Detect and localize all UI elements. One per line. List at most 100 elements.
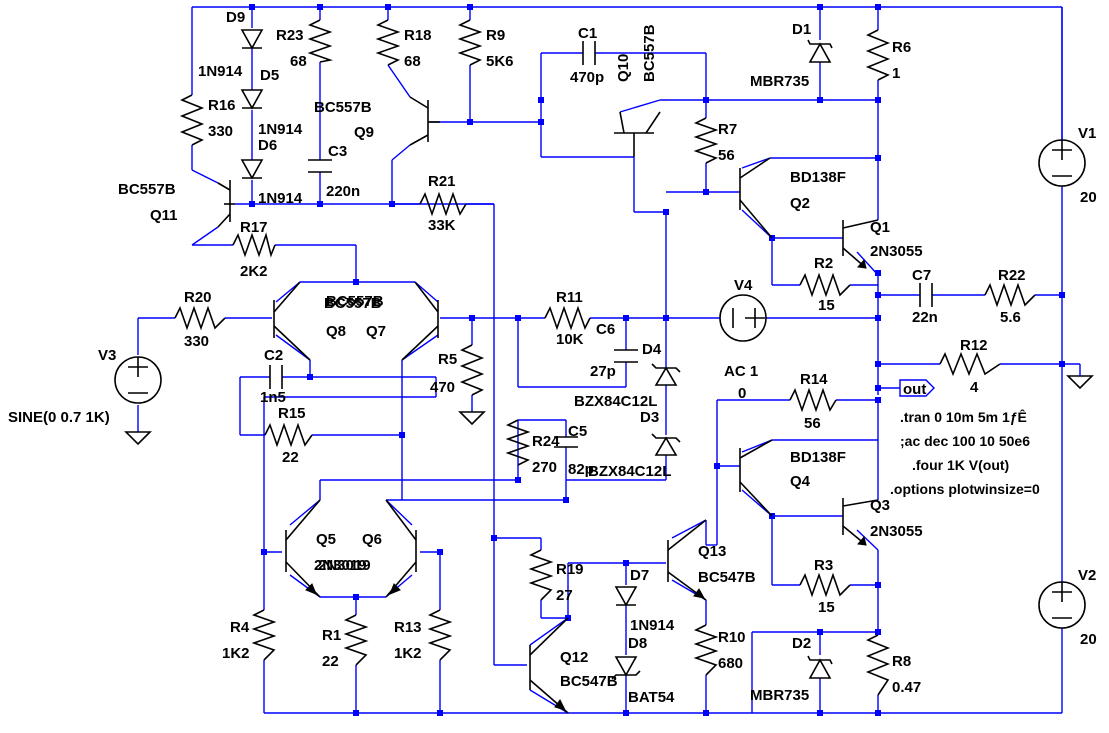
- c1-ref: C1: [578, 25, 597, 42]
- r16-resistor: [179, 94, 205, 146]
- r18-resistor: [375, 19, 401, 66]
- q8-ref: Q8: [326, 323, 346, 340]
- r5-ref: R5: [438, 351, 457, 368]
- r9-value: 5K6: [486, 53, 514, 70]
- q10-ref: Q10: [615, 54, 632, 82]
- q3-ref: Q3: [870, 497, 890, 514]
- q6-ref: Q6: [362, 531, 382, 548]
- sources: [114, 139, 1086, 629]
- d8-value: BAT54: [628, 689, 675, 706]
- d3-value: BZX84C12L: [588, 463, 671, 480]
- v3-value: SINE(0 0.7 1K): [8, 409, 110, 426]
- v2-value: 20: [1080, 631, 1097, 648]
- ac-label: AC 1: [724, 363, 758, 380]
- q10-transistor: [614, 111, 661, 157]
- directive-ac: ;ac dec 100 10 50e6: [900, 433, 1030, 449]
- r22-value: 5.6: [1000, 309, 1021, 326]
- v4-source: [719, 294, 767, 342]
- ac-value: 0: [738, 385, 746, 402]
- r4-resistor: [251, 609, 277, 661]
- v1-value: 20: [1080, 189, 1097, 206]
- grounds: [124, 364, 1094, 446]
- r11-ref: R11: [556, 289, 583, 306]
- r10-resistor: [693, 624, 719, 676]
- spice-directives[interactable]: .tran 0 10m 5m 1ƒÊ ;ac dec 100 10 50e6 .…: [890, 408, 1040, 497]
- r2-value: 15: [818, 297, 835, 314]
- r9-resistor: [457, 19, 483, 66]
- d7-diode: [614, 586, 638, 607]
- r20-value: 330: [184, 333, 209, 350]
- d7-ref: D7: [630, 567, 649, 584]
- q2-ref: Q2: [790, 195, 810, 212]
- r19-value: 27: [556, 587, 573, 604]
- r15-ref: R15: [278, 405, 306, 422]
- r3-resistor: [799, 572, 851, 598]
- c5-value: 82p: [568, 461, 594, 478]
- capacitors: [269, 41, 933, 448]
- d1-ref: D1: [792, 21, 811, 38]
- r22-ref: R22: [998, 267, 1026, 284]
- directive-four: .four 1K V(out): [912, 457, 1009, 473]
- out-net-flag[interactable]: out: [899, 379, 935, 398]
- resistors: [174, 19, 1036, 696]
- d4-value: BZX84C12L: [574, 393, 657, 410]
- c6-ref: C6: [596, 321, 615, 338]
- r23-value: 68: [290, 53, 307, 70]
- r7-ref: R7: [718, 121, 737, 138]
- r7-resistor: [693, 117, 719, 164]
- c6-value: 27p: [590, 363, 616, 380]
- r1-resistor: [343, 614, 369, 666]
- d8-ref: D8: [628, 635, 647, 652]
- transistors: [217, 96, 879, 714]
- v2-source: [1038, 581, 1086, 629]
- d3-ref: D3: [640, 409, 659, 426]
- q3-value: 2N3055: [870, 523, 923, 540]
- d9-ref: D9: [226, 9, 245, 26]
- r7-value: 56: [718, 147, 735, 164]
- v2-ref: V2: [1078, 567, 1096, 584]
- q7-value: BC557B: [326, 293, 384, 310]
- r8-ref: R8: [892, 653, 911, 670]
- c7-ref: C7: [912, 267, 931, 284]
- c7-capacitor: [919, 283, 933, 307]
- r22-resistor: [984, 282, 1036, 308]
- c3-value: 220n: [326, 183, 360, 200]
- q12-ref: Q12: [560, 649, 588, 666]
- r15-value: 22: [282, 449, 299, 466]
- q2-transistor: [739, 157, 773, 239]
- q7-ref: Q7: [366, 323, 386, 340]
- r5-value: 470: [430, 379, 455, 396]
- r10-value: 680: [718, 655, 743, 672]
- d4-zener: [651, 363, 681, 386]
- r11-resistor: [544, 305, 591, 331]
- r3-ref: R3: [814, 557, 833, 574]
- d7-value: 1N914: [630, 617, 675, 634]
- r20-ref: R20: [184, 289, 212, 306]
- d5-ref: D5: [260, 67, 279, 84]
- c2-capacitor: [269, 365, 283, 389]
- q5-ref: Q5: [316, 531, 336, 548]
- q9-ref: Q9: [354, 124, 374, 141]
- c2-ref: C2: [264, 347, 283, 364]
- d3-zener: [651, 433, 681, 456]
- q4-value: BD138F: [790, 449, 846, 466]
- v1-source: [1038, 139, 1086, 187]
- d1-value: MBR735: [750, 73, 809, 90]
- d8-schottky: [611, 656, 641, 680]
- d2-ref: D2: [792, 635, 811, 652]
- c1-capacitor: [582, 41, 596, 65]
- d5-value: 1N914: [258, 121, 303, 138]
- c3-capacitor: [308, 159, 332, 173]
- d9-diode: [240, 29, 264, 50]
- d2-diode: [807, 655, 833, 679]
- directive-tran: .tran 0 10m 5m 1ƒÊ: [900, 408, 1027, 425]
- r23-ref: R23: [276, 27, 304, 44]
- q1-transistor: [842, 219, 879, 269]
- q9-transistor: [409, 96, 440, 146]
- r8-resistor: [865, 634, 891, 696]
- v3-ref: V3: [98, 347, 116, 364]
- q11-transistor: [217, 180, 235, 228]
- q5-transistor: [285, 499, 321, 598]
- d1-diode: [807, 39, 833, 63]
